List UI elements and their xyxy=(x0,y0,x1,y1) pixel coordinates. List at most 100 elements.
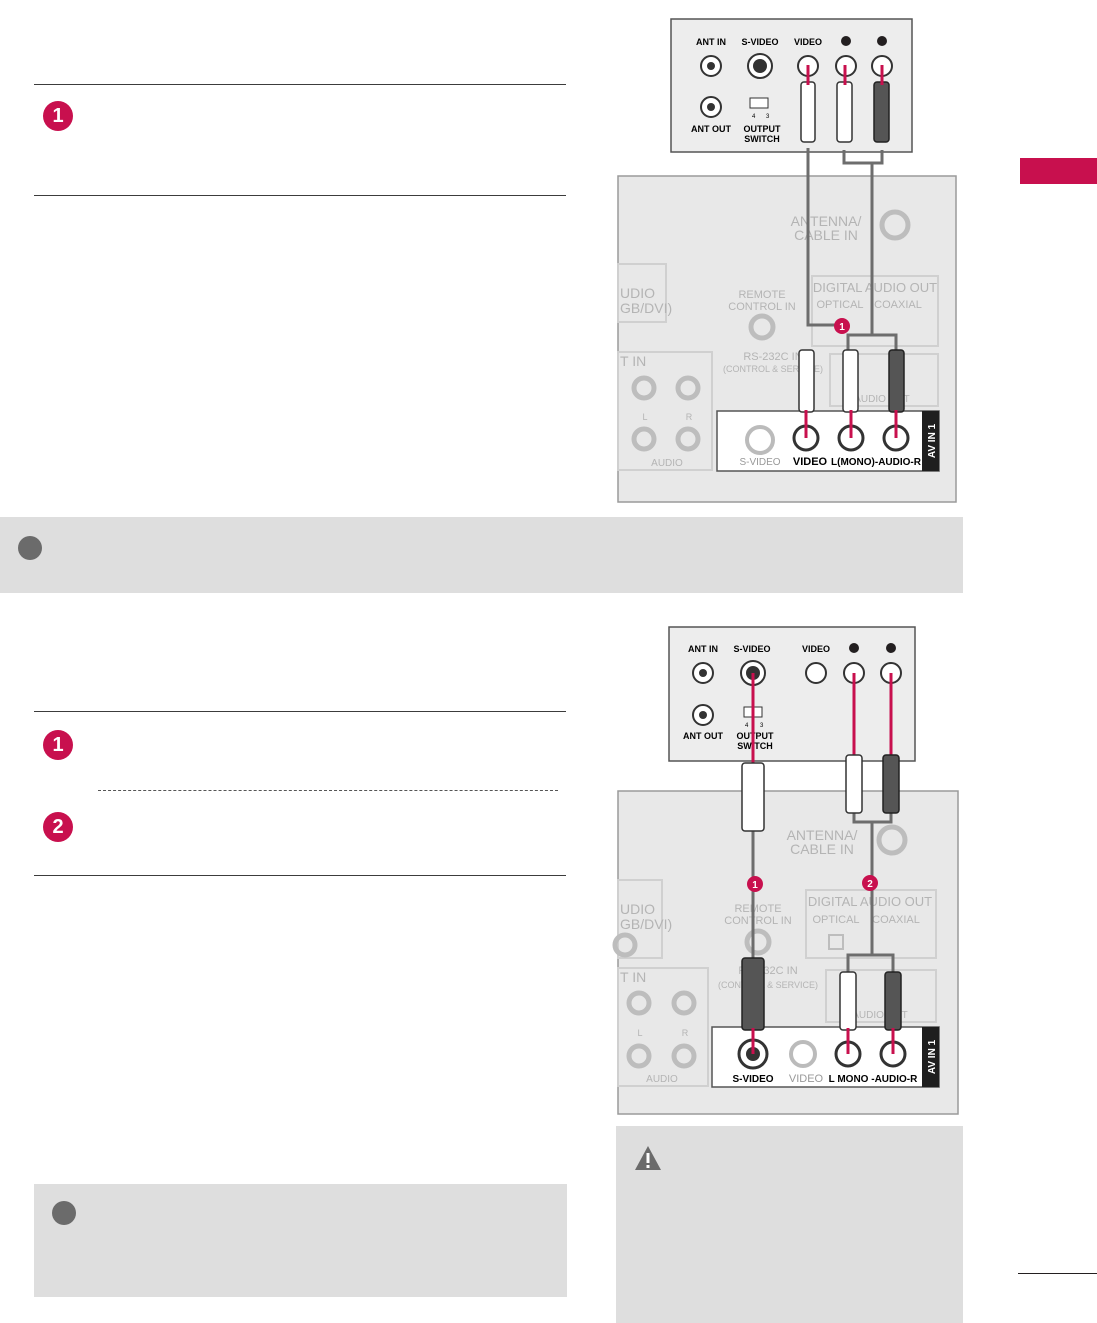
tv-s-video-jack-icon xyxy=(745,425,775,455)
cable-audio-r-plug-tv xyxy=(888,349,905,413)
tv-label-rgb-dvi: GB/DVI) xyxy=(620,300,672,316)
vcr-label-video: VIDEO xyxy=(802,644,830,654)
cable-video-plug-tv xyxy=(798,349,815,413)
tv-label-digital-audio-out: DIGITAL AUDIO OUT xyxy=(808,894,932,909)
tv-label-av-in-1: AV IN 1 xyxy=(927,423,938,458)
cable-audio-l-plug-tv xyxy=(842,349,859,413)
tv-antenna-jack-icon xyxy=(876,824,908,856)
tv-label-cable-in: CABLE IN xyxy=(794,227,858,243)
tv-label-audio: AUDIO xyxy=(646,1074,678,1085)
tv-video-jack-icon xyxy=(789,1040,817,1068)
vcr-video-jack-icon xyxy=(805,662,827,684)
tv-label-control-in: CONTROL IN xyxy=(724,915,791,927)
tv-label-optical: OPTICAL xyxy=(812,914,859,926)
vcr-label-ant-out: ANT OUT xyxy=(683,731,723,741)
tv-label-r: R xyxy=(682,1028,689,1038)
tv-label-audio: AUDIO xyxy=(651,458,683,469)
vcr-panel xyxy=(668,626,916,762)
step-badge-top-1: 1 xyxy=(43,101,73,131)
cable-audio-l-plug-tv xyxy=(839,971,857,1031)
caution-box xyxy=(616,1126,963,1323)
vcr-audio-l-dot-icon xyxy=(841,36,851,46)
section-tab xyxy=(1020,158,1097,184)
cable-audio-l-plug-vcr xyxy=(845,754,863,814)
diagram2-marker-2-icon xyxy=(862,875,878,891)
tv-label-s-video: S-VIDEO xyxy=(732,1074,773,1085)
note-box-bottom xyxy=(34,1184,567,1297)
tv-label-audio-out: AUDIO OUT xyxy=(854,394,910,405)
diagram2-marker-1-icon xyxy=(747,876,763,892)
tv-label-video: VIDEO xyxy=(789,1073,824,1085)
tv-label-antenna: ANTENNA/ xyxy=(787,827,858,843)
vcr-label-output: OUTPUT xyxy=(744,124,782,134)
bottom-rule-2 xyxy=(34,875,566,876)
cable-audio-r-plug-vcr xyxy=(873,81,890,143)
page-number-rule xyxy=(1018,1273,1097,1274)
diagram-s-video: ANT IN S-VIDEO VIDEO 4 3 ANT OUT OUTPUT … xyxy=(612,626,959,1115)
vcr-panel xyxy=(670,18,913,153)
tv-label-control-in: CONTROL IN xyxy=(728,301,795,313)
vcr-switch-3: 3 xyxy=(766,114,770,120)
vcr-label-ant-in: ANT IN xyxy=(688,644,718,654)
bottom-rule-1 xyxy=(34,711,566,712)
tv-label-r: R xyxy=(686,412,693,422)
vcr-label-s-video: S-VIDEO xyxy=(733,644,770,654)
step-divider xyxy=(98,790,558,791)
top-rule-2 xyxy=(34,195,566,196)
tv-label-audio-rgb: UDIO xyxy=(620,285,655,301)
vcr-switch-3: 3 xyxy=(760,723,764,729)
diagram-composite-video: ANT IN S-VIDEO VIDEO 4 3 ANT OUT OUTPUT … xyxy=(617,18,957,503)
cable-video-plug-vcr xyxy=(800,81,816,143)
diagram1-marker-1-icon xyxy=(834,318,850,334)
top-rule-1 xyxy=(34,84,566,85)
cable-audio-l-plug-vcr xyxy=(836,81,853,143)
tv-label-coaxial: COAXIAL xyxy=(874,299,922,311)
tv-label-t-in: T IN xyxy=(620,969,646,985)
tv-label-cable-in: CABLE IN xyxy=(790,841,854,857)
tv-label-audio-out: AUDIO OUT xyxy=(852,1010,908,1021)
note-dot-icon xyxy=(52,1201,76,1225)
vcr-label-s-video: S-VIDEO xyxy=(741,37,778,47)
tv-label-audio-rgb: UDIO xyxy=(620,901,655,917)
note-dot-icon xyxy=(18,536,42,560)
tv-antenna-jack-icon xyxy=(879,209,911,241)
warning-icon xyxy=(635,1146,661,1170)
tv-label-l: L xyxy=(637,1028,642,1038)
tv-label-coaxial: COAXIAL xyxy=(872,914,920,926)
tv-label-l: L xyxy=(642,412,647,422)
tv-label-optical: OPTICAL xyxy=(816,299,863,311)
tv-label-digital-audio-out: DIGITAL AUDIO OUT xyxy=(813,280,937,295)
tv-label-t-in: T IN xyxy=(620,353,646,369)
tv-label-rs232: RS-232C IN xyxy=(743,351,802,363)
step-number: 1 xyxy=(52,104,64,127)
tv-label-remote: REMOTE xyxy=(738,289,785,301)
tv-label-l-mono-audio-r: L MONO -AUDIO-R xyxy=(829,1074,918,1085)
tv-label-remote: REMOTE xyxy=(734,903,781,915)
tv-label-video: VIDEO xyxy=(793,456,828,468)
step-number: 1 xyxy=(52,733,64,756)
vcr-label-ant-out: ANT OUT xyxy=(691,124,731,134)
vcr-label-video: VIDEO xyxy=(794,37,822,47)
tv-label-s-video: S-VIDEO xyxy=(739,457,780,468)
diagram2-marker-1-label: 1 xyxy=(752,880,758,891)
vcr-switch-4: 4 xyxy=(745,723,749,729)
tv-label-control-service: (CONTROL & SERVICE) xyxy=(718,980,818,990)
cable-s-video-plug-vcr xyxy=(741,762,765,832)
vcr-audio-l-dot-icon xyxy=(849,643,859,653)
vcr-label-switch: SWITCH xyxy=(744,134,780,144)
tv-label-l-mono-audio-r: L(MONO)-AUDIO-R xyxy=(831,457,922,468)
vcr-audio-r-dot-icon xyxy=(886,643,896,653)
note-box-top xyxy=(0,517,963,593)
vcr-switch-4: 4 xyxy=(752,114,756,120)
tv-label-av-in-1: AV IN 1 xyxy=(927,1039,938,1074)
diagram2-marker-2-label: 2 xyxy=(867,879,873,890)
vcr-output-switch-icon xyxy=(749,97,769,109)
vcr-label-ant-in: ANT IN xyxy=(696,37,726,47)
vcr-audio-r-dot-icon xyxy=(877,36,887,46)
cable-audio-r-plug-tv xyxy=(884,971,902,1031)
vcr-label-switch: SWITCH xyxy=(737,741,773,751)
step-badge-bottom-2: 2 xyxy=(43,812,73,842)
diagram1-marker-1-label: 1 xyxy=(839,322,845,333)
tv-label-control-service: (CONTROL & SERVICE) xyxy=(723,364,823,374)
cable-audio-r-plug-vcr xyxy=(882,754,900,814)
